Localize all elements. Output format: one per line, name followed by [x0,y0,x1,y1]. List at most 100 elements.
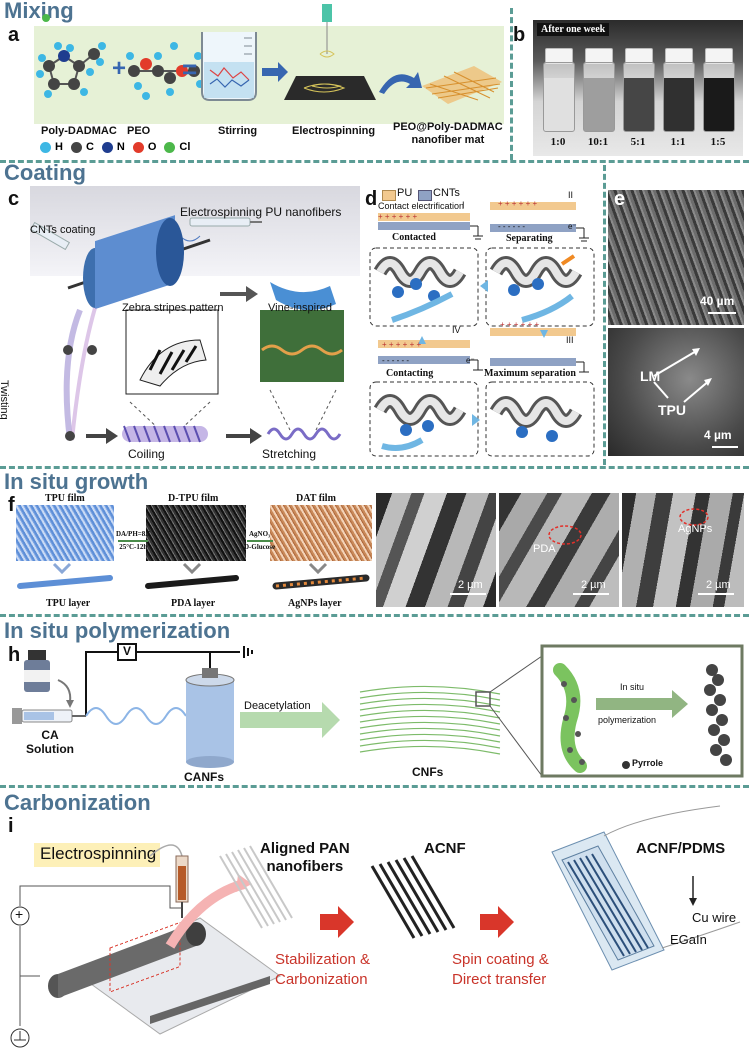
deacetylation-arrow [240,702,340,738]
label-spin-line1: Spin coating & [452,951,549,968]
panel-label-b: b [513,24,526,46]
label-canfs: CANFs [184,770,225,784]
label-ca-line1: CA [41,728,59,742]
legend-atom-dot-o [132,141,144,153]
peo-molecule [126,42,204,100]
vial [663,62,695,132]
sem-pda: PDA 2 µm [499,493,619,607]
label-ca-line2: Solution [26,742,74,756]
nanofiber-mat-icon [422,66,502,104]
section-title-coating: Coating [4,160,86,185]
section-title-mixing: Mixing [4,0,74,23]
label-plus-electrode: + [15,906,24,922]
cnf-mat-icon [359,685,501,755]
label-egain: EGaIn [670,932,707,947]
stretched-coil [266,427,342,441]
label-deacetylation: Deacetylation [244,700,311,712]
label-product-line1: PEO@Poly-DADMAC [393,121,503,133]
panel-c-schematic [29,215,344,444]
panel-label-a: a [8,24,20,46]
legend-atom-label-cl: Cl [179,141,191,153]
label-electrospinning-i: Electrospinning [40,844,157,863]
legend-atom-label-c: C [85,141,94,153]
arrow-right-icon [262,62,288,82]
panel-label-e: e [614,188,626,210]
acnf-fibers [370,855,456,939]
label-in-situ: In situ [620,682,645,692]
minus-row-4: - - - - - - [382,356,410,365]
section-title-in-situ-polymerization: In situ polymerization [4,618,231,643]
vial [583,62,615,132]
plus-row-1: + + + + + + [378,212,418,221]
scale-label-top: 40 µm [700,294,735,308]
sem-annotations [653,348,712,403]
coil-box-4 [485,381,595,457]
svg-text:=: = [182,54,197,84]
panel-a-schematic: + = [36,4,502,104]
label-contacting: Contacting [386,368,434,379]
vials-header: After one week [537,23,610,36]
electrospinning-icon [284,4,376,100]
legend-atom-label-n: N [116,141,125,153]
agnps-marker [679,508,709,526]
scale-label-g3: 2 µm [706,579,731,591]
scale-label-g1: 2 µm [458,579,483,591]
label-maximum-separation: Maximum separation [484,368,576,379]
step-2-conditions: AgNO₃ D-Glucose [244,530,275,552]
vial-ratio-label: 1:0 [550,136,566,148]
label-ca-solution: CA Solution [26,728,74,756]
scale-bar-g2 [573,593,609,595]
label-tpu-layer: TPU layer [46,598,91,609]
label-separating: Separating [506,233,553,244]
label-electrospinning-a: Electrospinning [292,125,376,137]
electron-2: e⁻ [568,222,577,231]
label-tpu-film: TPU film [45,493,85,504]
scale-bar-bottom [712,446,738,448]
coil-box-2 [485,247,595,327]
polypyrrole-fiber [704,664,732,766]
aligned-pan-fibers [219,845,293,929]
coiled-yarn [122,425,208,443]
label-voltage: V [123,644,132,658]
label-vine: Vine-inspired [268,302,333,314]
panel-i-schematic [10,805,741,1048]
fabric-icon [270,282,336,311]
vial [623,62,655,132]
minus-row-2: - - - - - - [498,222,526,231]
stage-1-label: I [462,200,465,210]
plus-row-2: + + + + + + [498,199,538,208]
scale-bar-top [708,312,736,314]
vial [543,62,575,132]
label-zebra: Zebra stripes pattern [122,302,224,314]
poly-dadmac-molecule [36,14,106,98]
coil-box-1 [369,247,479,327]
panel-label-i: i [8,815,14,837]
label-stab-line1: Stabilization & [275,951,371,968]
divider-coating-growth [0,466,749,469]
label-stab-line2: Carbonization [275,971,368,988]
label-stirring: Stirring [218,125,258,137]
label-spin-coating: Spin coating & Direct transfer [452,950,549,990]
legend-atom-dot-n [101,141,113,153]
stage-3-label: III [566,335,574,345]
panel-label-d: d [365,188,378,210]
collector-cylinder-icon [185,668,235,768]
legend-cnts-swatch [418,190,432,201]
label-tpu-sem: TPU [658,402,686,418]
panel-h-schematic [12,643,744,778]
legend-atom-dot-h [40,141,51,153]
electron-4: e⁻ [466,356,475,365]
arrow-spin-coating [480,906,514,938]
sem-image-top: 40 µm [608,190,744,325]
svg-text:+: + [112,55,126,82]
step-1-bottom: 25°C-12h [119,543,148,551]
beaker-icon [201,32,257,101]
acnf-pdms-device [551,805,741,971]
fiber-layers [17,562,370,590]
panel-label-f: f [8,494,15,516]
label-stretching: Stretching [262,447,317,461]
label-poly-dadmac: Poly-DADMAC [41,125,117,137]
step-1-top: DA/PH=8.5 [116,530,151,538]
